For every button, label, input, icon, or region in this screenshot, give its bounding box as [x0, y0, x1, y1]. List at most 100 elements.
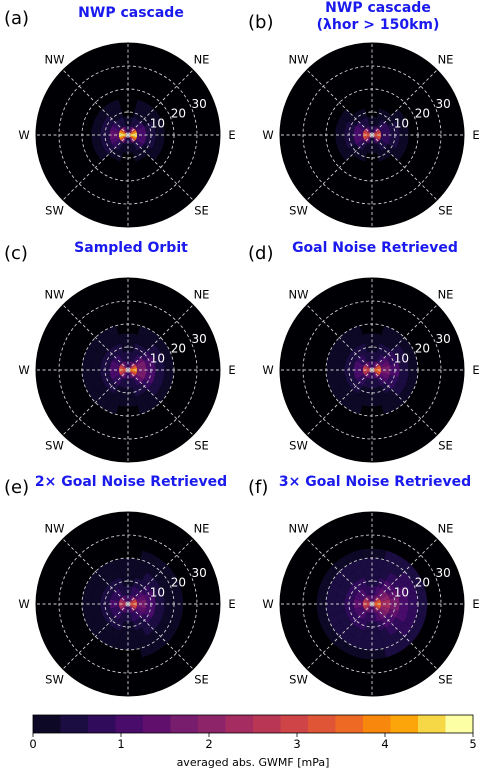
heatmap-cell: [363, 599, 372, 604]
radial-tick-label: 10: [150, 351, 165, 365]
heatmap-cell: [407, 123, 418, 135]
panel-label: (f): [248, 477, 268, 498]
radial-tick-label: 10: [394, 116, 409, 130]
heatmap-cell: [96, 108, 109, 122]
heatmap-cell: [167, 381, 182, 398]
heatmap-cell: [128, 594, 131, 604]
heatmap-cell: [118, 611, 126, 622]
heatmap-cell: [385, 338, 399, 351]
heatmap-cell: [116, 89, 128, 100]
heatmap-cell: [141, 379, 152, 390]
heatmap-cell: [128, 604, 133, 613]
heatmap-cell: [395, 116, 408, 128]
heatmap-cell: [136, 599, 147, 604]
heatmap-cell: [109, 99, 121, 112]
heatmap-cell: [82, 592, 93, 604]
direction-label-se: SE: [438, 439, 453, 453]
heatmap-cell: [96, 148, 109, 162]
heatmap-cell: [336, 611, 349, 623]
heatmap-cell: [367, 361, 372, 370]
heatmap-cell: [358, 376, 368, 386]
heatmap-cell: [123, 361, 128, 370]
panel-label: (a): [4, 8, 29, 29]
colorbar-bin: [308, 715, 336, 733]
heatmap-cell: [416, 604, 428, 619]
heatmap-cell: [357, 414, 372, 426]
heatmap-cell: [403, 144, 417, 158]
heatmap-cell: [136, 370, 147, 375]
heatmap-cell: [354, 137, 365, 145]
heatmap-cell: [354, 360, 365, 368]
heatmap-cell: [109, 130, 120, 135]
heatmap-cell: [82, 123, 93, 135]
heatmap-cell: [327, 347, 341, 361]
heatmap-cell: [395, 636, 412, 652]
heatmap-cell: [125, 360, 128, 370]
heatmap-cell: [108, 580, 119, 591]
heatmap-cell: [372, 405, 384, 416]
heatmap-cell: [112, 139, 122, 149]
heatmap-cell: [159, 112, 173, 126]
direction-label-w: W: [18, 128, 29, 142]
direction-label-sw: SW: [289, 673, 308, 687]
heatmap-cell: [398, 370, 409, 380]
heatmap-cell: [380, 130, 391, 135]
heatmap-cell: [134, 590, 144, 600]
heatmap-cell: [378, 608, 388, 618]
heatmap-cell: [125, 135, 128, 145]
heatmap-cell: [362, 611, 370, 622]
heatmap-cell: [128, 333, 138, 344]
grid-spoke: [371, 69, 438, 136]
heatmap-cell: [163, 370, 174, 382]
heatmap-cell: [101, 623, 115, 636]
heatmap-cells: [72, 548, 184, 660]
grid-spoke: [127, 304, 194, 371]
heatmap-cell: [109, 365, 120, 370]
heatmap-cell: [136, 365, 147, 370]
direction-label-e: E: [228, 128, 235, 142]
heatmap-cell: [326, 592, 337, 604]
polar-border: [35, 277, 221, 463]
colorbar-bin: [170, 715, 199, 733]
heatmap-cell: [128, 414, 143, 426]
heatmap-cell: [345, 590, 357, 600]
heatmap-cell: [128, 135, 137, 140]
heatmap-cell: [362, 333, 372, 344]
heatmap-cell: [326, 370, 337, 382]
heatmap-cell: [327, 581, 341, 595]
heatmap-cell: [416, 370, 428, 385]
colorbar-tick-label: 5: [469, 737, 476, 751]
heatmap-cell: [362, 604, 372, 607]
grid-spoke: [62, 538, 129, 605]
heatmap-cell: [112, 356, 122, 366]
heatmap-cell: [340, 577, 353, 591]
heatmap-cell: [110, 606, 121, 614]
heatmap-cell: [105, 559, 119, 573]
grid-spoke: [306, 603, 373, 670]
heatmap-cell: [101, 389, 115, 402]
heatmap-cell: [128, 601, 138, 604]
heatmap-cell: [116, 558, 128, 569]
heatmap-cell: [123, 378, 128, 389]
heatmap-cell: [114, 108, 124, 120]
heatmap-cell: [332, 636, 349, 652]
heatmap-cell: [372, 612, 377, 623]
heatmap-cell: [340, 148, 353, 162]
heatmap-cell: [118, 370, 128, 373]
heatmap-cell: [128, 405, 140, 416]
heatmap-cell: [349, 90, 363, 104]
radial-tick-label: 30: [436, 566, 451, 580]
heatmap-cell: [128, 135, 133, 144]
heatmap-cell: [96, 383, 109, 397]
heatmap-cell: [100, 127, 111, 135]
heatmap-cell: [395, 556, 412, 572]
heatmap-cell: [128, 360, 131, 370]
heatmap-cell: [391, 148, 404, 162]
heatmap-cell: [83, 347, 97, 361]
heatmap-cell: [391, 383, 404, 397]
heatmap-cell: [128, 130, 137, 135]
heatmap-cell: [353, 158, 365, 171]
heatmap-cell: [118, 117, 126, 128]
